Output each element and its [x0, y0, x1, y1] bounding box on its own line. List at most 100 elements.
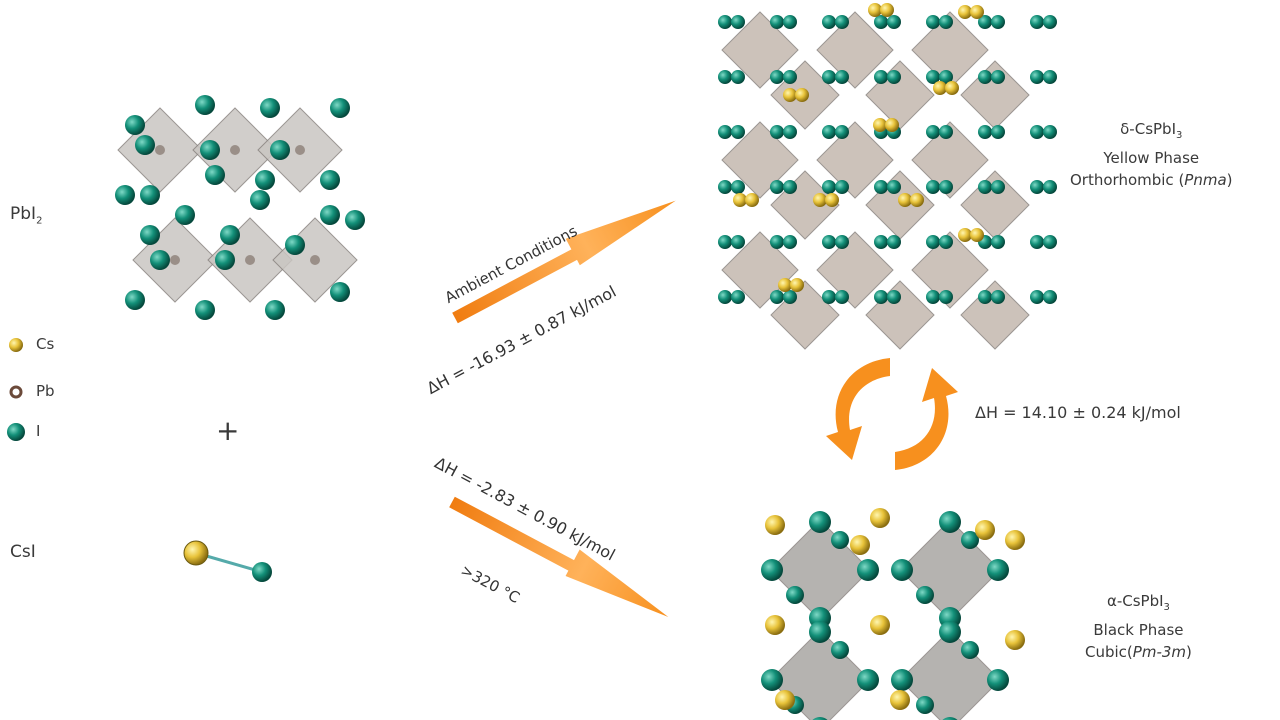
- legend-pb-icon: [9, 385, 23, 399]
- lead-atom: [170, 255, 180, 265]
- cesium-atom: [945, 81, 959, 95]
- iodine-atom: [991, 125, 1005, 139]
- iodine-atom: [991, 70, 1005, 84]
- iodine-atom: [874, 290, 888, 304]
- iodine-atom: [916, 586, 934, 604]
- iodine-atom: [330, 98, 350, 118]
- octahedron: [816, 11, 894, 89]
- octahedron: [816, 121, 894, 199]
- iodine-atom: [718, 180, 732, 194]
- iodine-atom: [731, 290, 745, 304]
- iodine-atom: [1043, 180, 1057, 194]
- iodine-atom: [1043, 290, 1057, 304]
- iodine-atom: [783, 70, 797, 84]
- iodine-atom: [200, 140, 220, 160]
- iodine-atom: [835, 70, 849, 84]
- ambient-arrow-icon: [452, 200, 676, 324]
- cesium-atom: [765, 515, 785, 535]
- iodine-atom: [887, 235, 901, 249]
- iodine-atom: [255, 170, 275, 190]
- cesium-atom: [868, 3, 882, 17]
- iodine-atom: [926, 235, 940, 249]
- iodine-atom: [150, 250, 170, 270]
- iodine-atom: [1043, 235, 1057, 249]
- iodine-atom: [205, 165, 225, 185]
- iodine-atom: [887, 15, 901, 29]
- iodine-atom: [115, 185, 135, 205]
- iodine-atom: [1030, 180, 1044, 194]
- iodine-atom: [835, 15, 849, 29]
- iodine-atom: [822, 125, 836, 139]
- iodine-atom: [822, 70, 836, 84]
- iodine-atom: [195, 95, 215, 115]
- legend-cs-icon: [9, 338, 23, 352]
- cesium-atom: [975, 520, 995, 540]
- iodine-atom: [220, 225, 240, 245]
- iodine-atom: [270, 140, 290, 160]
- iodine-atom: [125, 290, 145, 310]
- iodine-atom: [1030, 70, 1044, 84]
- iodine-atom: [215, 250, 235, 270]
- heating-arrow-icon: [449, 496, 669, 618]
- iodine-atom: [978, 290, 992, 304]
- lead-atom: [295, 145, 305, 155]
- iodine-atom: [978, 70, 992, 84]
- iodine-atom: [991, 180, 1005, 194]
- octahedron: [911, 121, 989, 199]
- csi-molecule: [183, 540, 272, 582]
- iodine-atom: [320, 170, 340, 190]
- iodine-atom: [320, 205, 340, 225]
- iodine-atom: [809, 511, 831, 533]
- iodine-atom: [939, 15, 953, 29]
- iodine-atom: [887, 180, 901, 194]
- iodine-atom: [812, 717, 828, 720]
- iodine-atom: [140, 185, 160, 205]
- iodine-atom: [731, 235, 745, 249]
- iodine-atom: [939, 235, 953, 249]
- octahedron: [865, 280, 935, 350]
- iodine-atom: [926, 125, 940, 139]
- iodine-atom: [939, 621, 961, 643]
- iodine-atom: [991, 235, 1005, 249]
- iodine-atom: [926, 290, 940, 304]
- phase-transition-cycle-icon: [826, 358, 958, 470]
- cesium-atom: [870, 508, 890, 528]
- iodine-atom: [718, 125, 732, 139]
- iodine-atom: [718, 290, 732, 304]
- iodine-atom: [135, 135, 155, 155]
- cesium-atom: [813, 193, 827, 207]
- iodine-atom: [770, 235, 784, 249]
- iodine-atom: [761, 669, 783, 691]
- iodine-atom: [125, 115, 145, 135]
- iodine-atom: [874, 235, 888, 249]
- iodine-atom: [942, 717, 958, 720]
- cesium-atom: [825, 193, 839, 207]
- iodine-atom: [978, 180, 992, 194]
- legend-cs-label: Cs: [36, 335, 55, 353]
- delta-phase-label: δ-CsPbI3 Yellow Phase Orthorhombic (Pnma…: [1070, 120, 1233, 189]
- iodine-atom: [916, 696, 934, 714]
- iodine-atom: [874, 15, 888, 29]
- lead-atom: [245, 255, 255, 265]
- iodine-atom: [874, 70, 888, 84]
- cesium-atom: [850, 535, 870, 555]
- iodine-atom: [783, 15, 797, 29]
- iodine-atom: [1030, 290, 1044, 304]
- iodine-atom: [1030, 125, 1044, 139]
- cesium-atom: [933, 81, 947, 95]
- iodine-atom: [822, 235, 836, 249]
- iodine-atom: [831, 641, 849, 659]
- cesium-atom: [783, 88, 797, 102]
- iodine-atom: [285, 235, 305, 255]
- iodine-atom: [939, 180, 953, 194]
- iodine-atom: [991, 15, 1005, 29]
- cesium-atom: [885, 118, 899, 132]
- cesium-atom: [745, 193, 759, 207]
- iodine-atom: [770, 180, 784, 194]
- iodine-atom: [783, 125, 797, 139]
- octahedron: [816, 231, 894, 309]
- iodine-atom: [991, 290, 1005, 304]
- iodine-atom: [731, 15, 745, 29]
- delta-cspbi3-crystal-structure: [718, 3, 1057, 350]
